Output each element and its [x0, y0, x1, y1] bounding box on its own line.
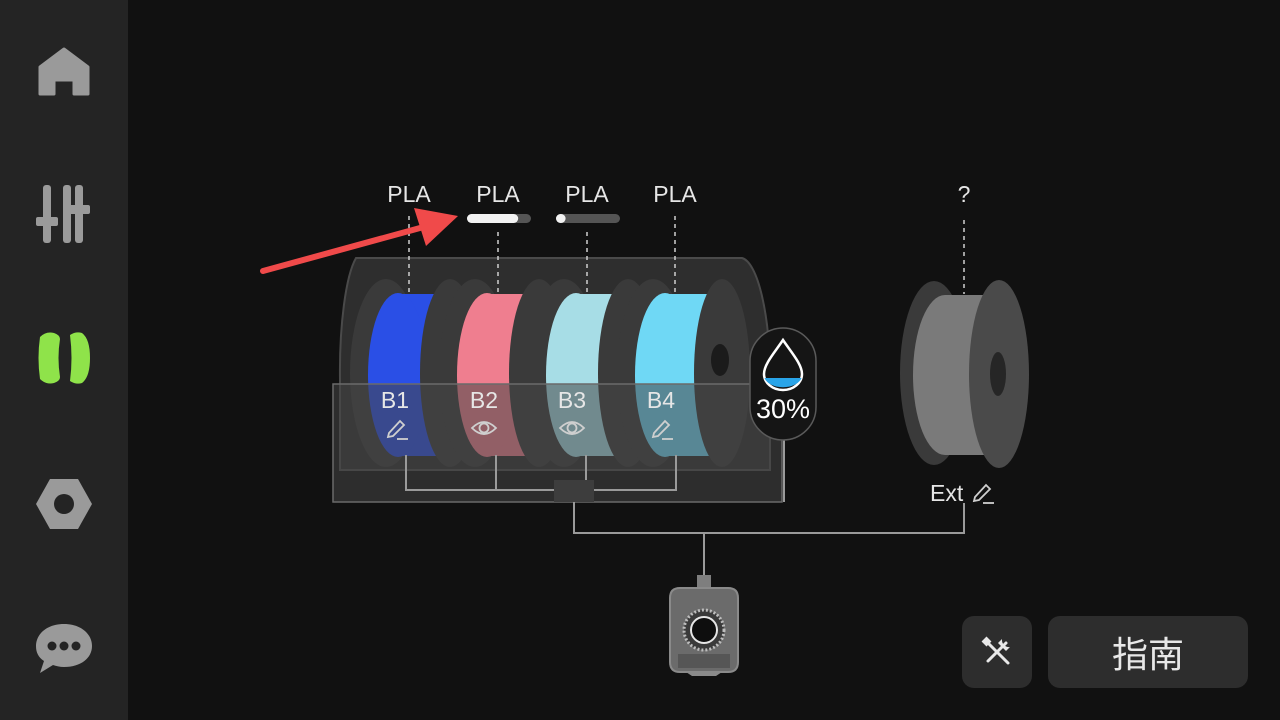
- slot-name-b4: B4: [646, 387, 676, 413]
- home-icon: [38, 47, 90, 96]
- sliders-icon: [36, 185, 90, 243]
- filament-icon: [38, 332, 90, 384]
- toolhead: [669, 575, 739, 676]
- tools-icon: [981, 636, 1010, 665]
- ams-hub: [554, 480, 594, 502]
- slot-name-b3: B3: [557, 387, 587, 413]
- humidity-drop-icon: [762, 337, 804, 392]
- pencil-icon[interactable]: [386, 419, 408, 440]
- slot-name-b1: B1: [380, 387, 410, 413]
- external-edit[interactable]: Ext: [930, 478, 995, 508]
- guide-button[interactable]: 指南: [1048, 616, 1248, 688]
- pencil-icon[interactable]: [971, 481, 995, 505]
- sidebar: [0, 0, 128, 720]
- eye-icon[interactable]: [470, 421, 498, 435]
- pencil-icon[interactable]: [651, 419, 673, 440]
- eye-icon[interactable]: [558, 421, 586, 435]
- slot-type-b3: PLA: [565, 181, 609, 207]
- humidity-indicator[interactable]: [749, 327, 817, 441]
- remaining-bar-b2: [467, 214, 531, 223]
- annotation-arrow: [260, 208, 458, 274]
- external-type: ?: [957, 181, 971, 207]
- chat-icon: [36, 624, 92, 673]
- external-label: Ext: [930, 479, 964, 506]
- slot-name-b2: B2: [469, 387, 499, 413]
- external-spool[interactable]: [900, 280, 1029, 468]
- nut-icon: [36, 479, 92, 529]
- tools-button[interactable]: [962, 616, 1032, 688]
- humidity-value: 30%: [755, 394, 811, 424]
- dotted-leaders: [408, 216, 965, 294]
- slot-type-b2: PLA: [476, 181, 520, 207]
- nav-controls[interactable]: [24, 174, 104, 254]
- remaining-bar-b3: [556, 214, 620, 223]
- nav-home[interactable]: [24, 32, 104, 112]
- nav-messages[interactable]: [24, 608, 104, 688]
- nav-filament[interactable]: [24, 318, 104, 398]
- slot-type-b4: PLA: [653, 181, 697, 207]
- slot-type-b1: PLA: [387, 181, 431, 207]
- nav-settings[interactable]: [24, 464, 104, 544]
